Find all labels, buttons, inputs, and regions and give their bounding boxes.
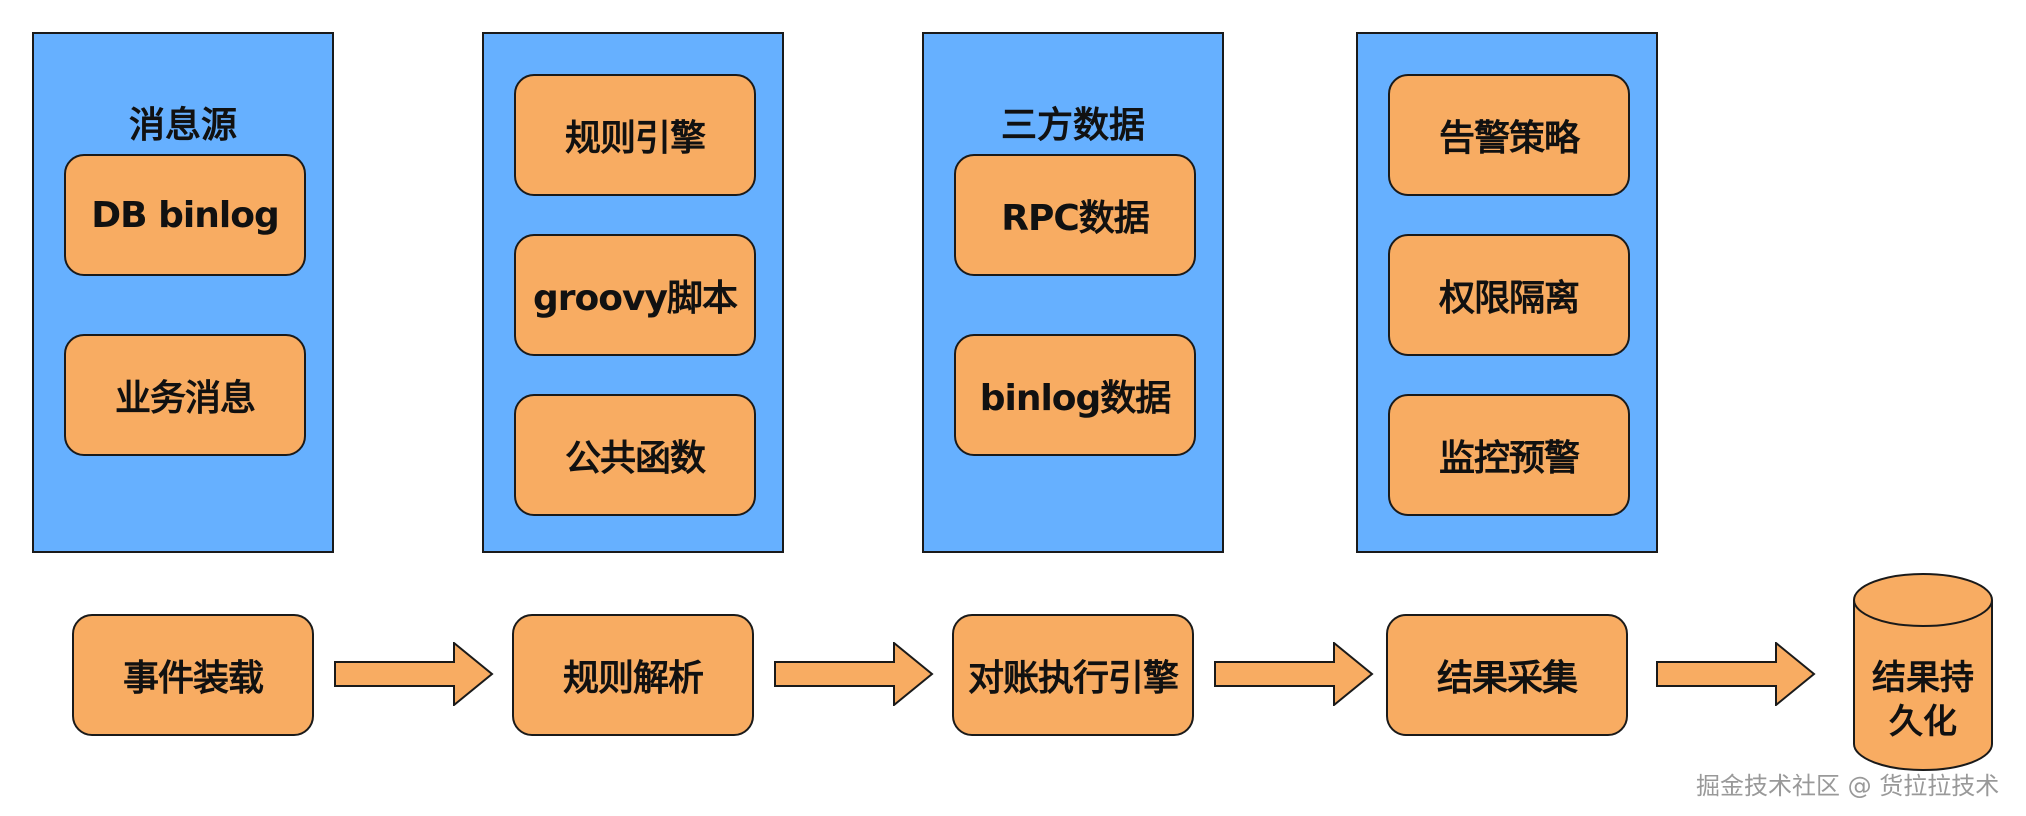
result-collection-step: 结果采集 xyxy=(1386,614,1628,736)
panel-title-message-source: 消息源 xyxy=(128,105,237,146)
watermark: 掘金技术社区 @ 货拉拉技术 xyxy=(1696,772,2000,800)
result-persistence-label: 结果持 久化 xyxy=(1852,656,1994,744)
rule-parsing-step: 规则解析 xyxy=(512,614,754,736)
event-loading-step: 事件装载 xyxy=(72,614,314,736)
message-source-panel: 消息源 DB binlog 业务消息 xyxy=(32,32,334,553)
arrow-icon xyxy=(1656,642,1816,706)
third-party-data-panel: 三方数据 RPC数据 binlog数据 xyxy=(922,32,1224,553)
arrow-icon xyxy=(334,642,494,706)
public-function-box: 公共函数 xyxy=(514,394,756,516)
alert-strategy-box: 告警策略 xyxy=(1388,74,1630,196)
panel-title-third-party-data: 三方数据 xyxy=(1000,105,1145,146)
arrow-icon xyxy=(1214,642,1374,706)
db-binlog-box: DB binlog xyxy=(64,154,306,276)
binlog-data-box: binlog数据 xyxy=(954,334,1196,456)
alerting-panel: 告警策略 权限隔离 监控预警 xyxy=(1356,32,1658,553)
rules-panel: 规则引擎 groovy脚本 公共函数 xyxy=(482,32,784,553)
arrow-icon xyxy=(774,642,934,706)
reconciliation-engine-step: 对账执行引擎 xyxy=(952,614,1194,736)
permission-isolation-box: 权限隔离 xyxy=(1388,234,1630,356)
monitoring-warning-box: 监控预警 xyxy=(1388,394,1630,516)
result-persistence-line1: 结果持 xyxy=(1872,658,1974,698)
rpc-data-box: RPC数据 xyxy=(954,154,1196,276)
database-cylinder-icon xyxy=(1853,573,1993,771)
result-persistence-line2: 久化 xyxy=(1889,702,1957,742)
business-message-box: 业务消息 xyxy=(64,334,306,456)
rule-engine-box: 规则引擎 xyxy=(514,74,756,196)
groovy-script-box: groovy脚本 xyxy=(514,234,756,356)
